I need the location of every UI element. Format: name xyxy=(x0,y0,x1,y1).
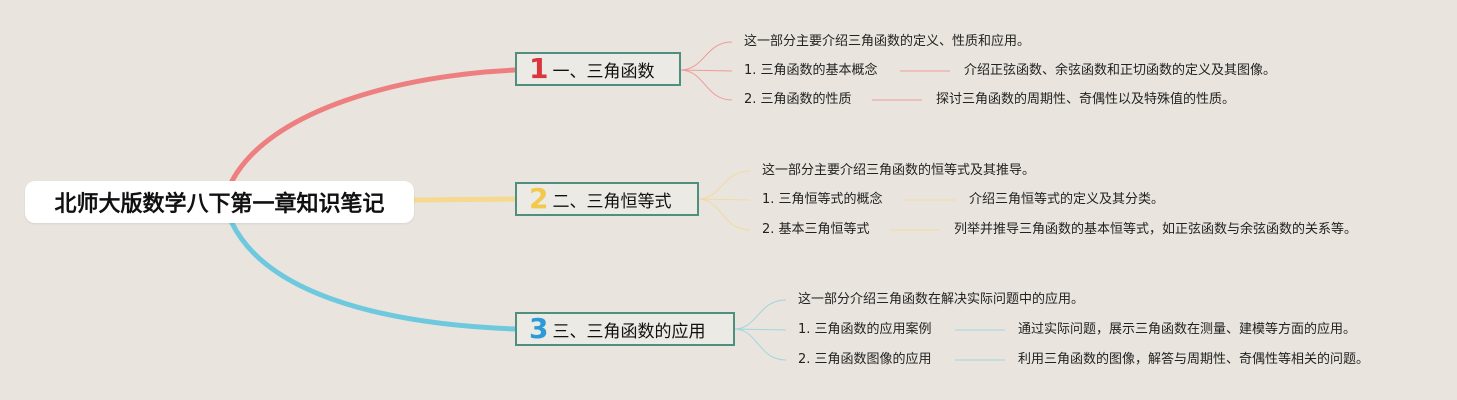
branch-1-item-1-desc: 介绍正弦函数、余弦函数和正切函数的定义及其图像。 xyxy=(964,63,1277,78)
branch-3-connector xyxy=(229,220,519,332)
branch-2-intro: 这一部分主要介绍三角函数的恒等式及其推导。 xyxy=(762,163,1036,178)
branch-3-number: 3 xyxy=(529,312,549,345)
branch-1-intro: 这一部分主要介绍三角函数的定义、性质和应用。 xyxy=(744,34,1031,49)
branch-2-number: 2 xyxy=(529,182,549,215)
branch-1-label: 一、三角函数 xyxy=(552,61,655,82)
branch-3-item-2-desc: 利用三角函数的图像，解答与周期性、奇偶性等相关的问题。 xyxy=(1018,352,1370,367)
branch-3-item-1-desc: 通过实际问题，展示三角函数在测量、建模等方面的应用。 xyxy=(1018,322,1357,337)
branch-2-connector xyxy=(413,196,517,203)
branch-1-item-1-title: 1. 三角函数的基本概念 xyxy=(744,63,878,78)
root-topic[interactable]: 北师大版数学八下第一章知识笔记 xyxy=(25,181,414,223)
branch-2-node[interactable]: 2 二、三角恒等式 xyxy=(515,182,699,216)
branch-1-node[interactable]: 1 一、三角函数 xyxy=(515,52,681,86)
branch-3-label: 三、三角函数的应用 xyxy=(552,321,706,342)
branch-2-item-2-desc: 列举并推导三角函数的基本恒等式，如正弦函数与余弦函数的关系等。 xyxy=(954,222,1358,237)
branch-1-number: 1 xyxy=(529,52,549,85)
branch-3-node[interactable]: 3 三、三角函数的应用 xyxy=(515,312,735,346)
branch-2-item-1-title: 1. 三角恒等式的概念 xyxy=(762,192,883,207)
branch-3-item-1-title: 1. 三角函数的应用案例 xyxy=(798,322,932,337)
branch-1-item-2-title: 2. 三角函数的性质 xyxy=(744,92,852,107)
branch-2-label: 二、三角恒等式 xyxy=(552,191,672,212)
branch-1-connector xyxy=(229,67,519,184)
branch-2-item-2-title: 2. 基本三角恒等式 xyxy=(762,222,870,237)
branch-3-intro: 这一部分介绍三角函数在解决实际问题中的应用。 xyxy=(798,292,1085,307)
branch-1-item-2-desc: 探讨三角函数的周期性、奇偶性以及特殊值的性质。 xyxy=(936,92,1236,107)
root-title: 北师大版数学八下第一章知识笔记 xyxy=(54,192,385,217)
branch-2-item-1-desc: 介绍三角恒等式的定义及其分类。 xyxy=(969,192,1165,207)
branch-3-item-2-title: 2. 三角函数图像的应用 xyxy=(798,352,932,367)
